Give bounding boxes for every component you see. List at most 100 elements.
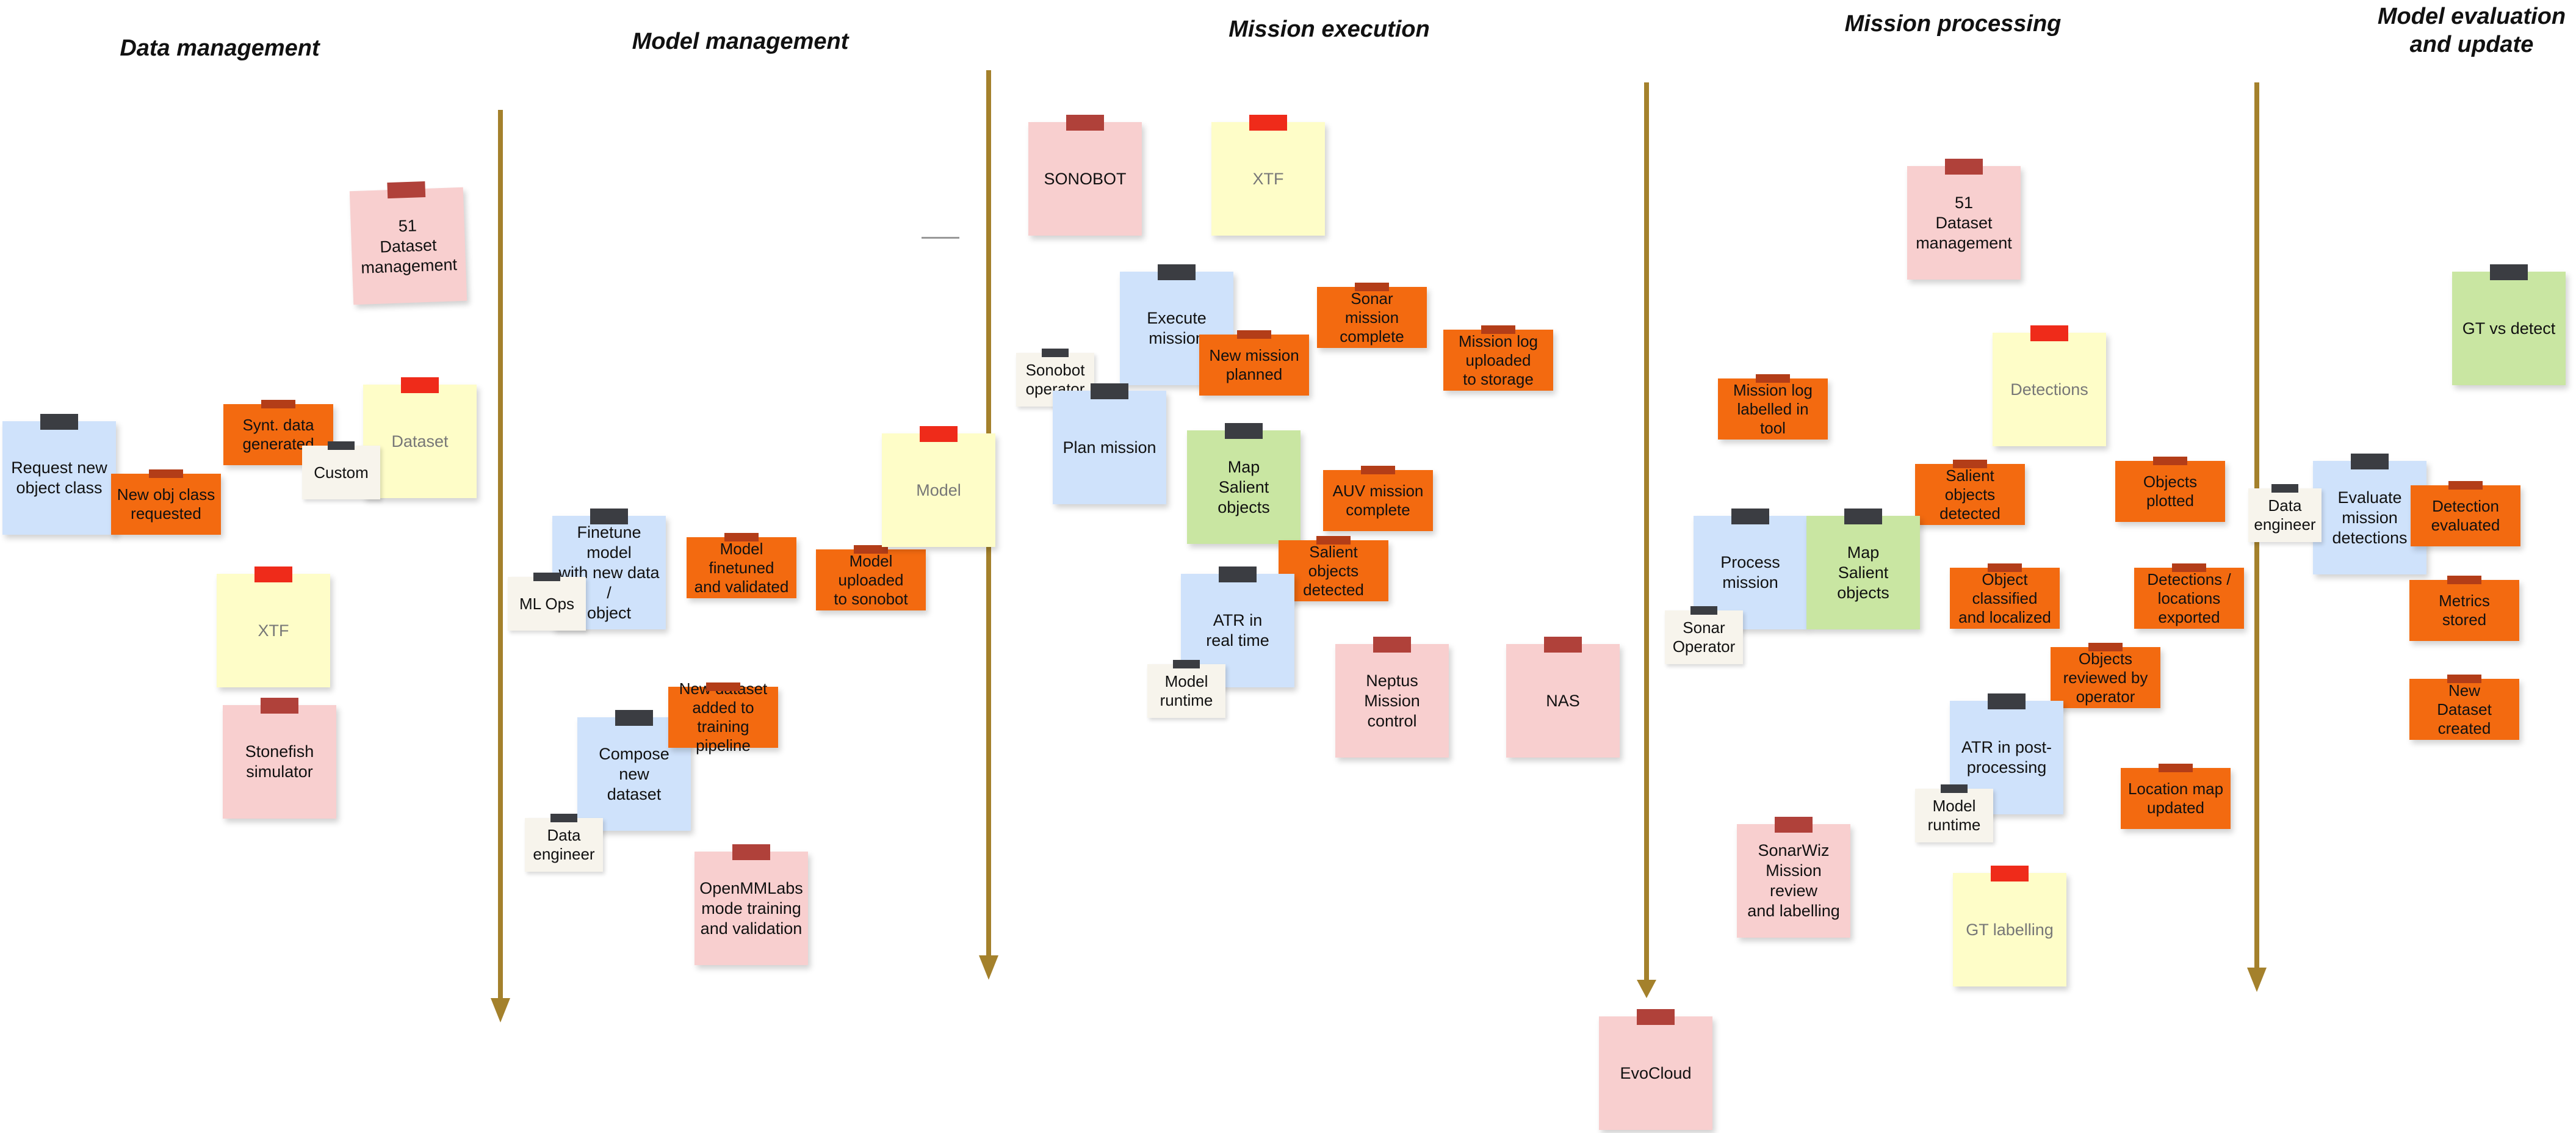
actor-sonar-operator[interactable]: Sonar Operator	[1665, 606, 1743, 664]
note-label: New mission planned	[1209, 346, 1299, 383]
note-label: Objects reviewed by operator	[2063, 649, 2148, 706]
note-new-dataset-added[interactable]: New dataset added to training pipeline	[668, 679, 778, 755]
note-51-dataset-management-processing[interactable]: 51 Dataset management	[1907, 159, 2021, 280]
note-label: GT labelling	[1966, 920, 2054, 939]
note-evaluate-mission-detections[interactable]: Evaluate mission detections	[2313, 454, 2426, 574]
note-label: SONOBOT	[1044, 169, 1127, 188]
tape	[2153, 457, 2187, 465]
note-label: Data engineer	[533, 826, 595, 863]
note-label: EvoCloud	[1620, 1063, 1692, 1082]
note-evocloud[interactable]: EvoCloud	[1599, 1009, 1712, 1130]
note-51-dataset-management[interactable]: 51 Dataset management	[349, 181, 467, 305]
lane-arrow-3	[1637, 82, 1656, 998]
note-object-classified[interactable]: Object classified and localized	[1950, 563, 2060, 629]
note-nas[interactable]: NAS	[1506, 637, 1620, 758]
note-new-mission-planned[interactable]: New mission planned	[1199, 330, 1309, 396]
note-label: ATR in post- processing	[1961, 738, 2052, 776]
tape	[1249, 115, 1287, 131]
tape	[724, 533, 759, 541]
note-label: AUV mission complete	[1332, 482, 1424, 519]
note-dataset[interactable]: Dataset	[363, 377, 477, 498]
tape	[1237, 330, 1271, 339]
note-sonobot[interactable]: SONOBOT	[1028, 115, 1142, 236]
actor-model-runtime-execution[interactable]: Model runtime	[1147, 660, 1225, 718]
tape	[149, 469, 183, 478]
note-label: ATR in real time	[1206, 611, 1269, 650]
note-detection-evaluated[interactable]: Detection evaluated	[2411, 481, 2520, 546]
note-plan-mission[interactable]: Plan mission	[1053, 383, 1166, 504]
tape	[401, 377, 439, 393]
note-salient-objects-detected-processing[interactable]: Salient objects detected	[1915, 460, 2025, 525]
tape	[2351, 454, 2389, 469]
tape	[2172, 563, 2206, 572]
tape	[2447, 675, 2481, 683]
note-objects-reviewed[interactable]: Objects reviewed by operator	[2051, 643, 2160, 708]
heading-model-management: Model management	[632, 29, 849, 54]
tape	[1991, 866, 2029, 881]
tape	[40, 414, 78, 430]
actor-ml-ops[interactable]: ML Ops	[508, 573, 586, 631]
note-model-uploaded[interactable]: Model uploaded to sonobot	[816, 545, 926, 610]
note-label: NAS	[1546, 691, 1580, 710]
divider-line	[922, 237, 959, 239]
note-request-new-object-class[interactable]: Request new object class	[2, 414, 116, 535]
note-salient-objects-detected-execution[interactable]: Salient objects detected	[1279, 536, 1388, 601]
note-label: SonarWiz Mission review and labelling	[1747, 841, 1840, 920]
tape	[261, 400, 295, 408]
note-label: Metrics stored	[2439, 592, 2490, 629]
note-sonar-mission-complete[interactable]: Sonar mission complete	[1317, 283, 1427, 348]
note-label: Mission log labelled in tool	[1733, 380, 1813, 437]
note-detections[interactable]: Detections	[1993, 325, 2106, 446]
note-label: Neptus Mission control	[1364, 671, 1420, 730]
note-label: Object classified and localized	[1958, 570, 2051, 626]
note-mission-log-labelled[interactable]: Mission log labelled in tool	[1718, 374, 1828, 440]
actor-data-engineer[interactable]: Data engineer	[525, 814, 603, 872]
note-sonarwiz[interactable]: SonarWiz Mission review and labelling	[1737, 817, 1850, 938]
tape	[1361, 466, 1395, 474]
note-neptus-mission-control[interactable]: Neptus Mission control	[1335, 637, 1449, 758]
note-new-dataset-created[interactable]: New Dataset created	[2409, 675, 2519, 740]
note-label: 51 Dataset management	[360, 216, 458, 277]
tape	[533, 573, 560, 581]
tape	[1731, 509, 1769, 524]
tape	[261, 698, 298, 714]
tape	[1637, 1009, 1675, 1025]
note-mission-log-uploaded[interactable]: Mission log uploaded to storage	[1443, 325, 1553, 391]
note-model[interactable]: Model	[882, 426, 995, 547]
note-auv-mission-complete[interactable]: AUV mission complete	[1323, 466, 1433, 531]
tape	[1373, 637, 1411, 653]
heading-data-management: Data management	[120, 35, 320, 61]
actor-model-runtime-processing[interactable]: Model runtime	[1915, 784, 1993, 842]
actor-data-engineer-evaluation[interactable]: Data engineer	[2248, 484, 2322, 542]
note-detections-exported[interactable]: Detections / locations exported	[2134, 563, 2244, 629]
tape	[1219, 566, 1257, 582]
note-openmmlabs-training[interactable]: OpenMMLabs mode training and validation	[695, 844, 808, 965]
note-location-map-updated[interactable]: Location map updated	[2121, 764, 2231, 829]
note-stonefish-simulator[interactable]: Stonefish simulator	[223, 698, 336, 819]
note-xtf-execution[interactable]: XTF	[1211, 115, 1325, 236]
tape	[2448, 481, 2483, 490]
note-gt-labelling[interactable]: GT labelling	[1953, 866, 2066, 986]
note-metrics-stored[interactable]: Metrics stored	[2409, 576, 2519, 641]
tape	[550, 814, 577, 822]
note-gt-vs-detect[interactable]: GT vs detect	[2452, 264, 2566, 385]
tape	[2447, 576, 2481, 584]
tape	[732, 844, 770, 860]
note-objects-plotted[interactable]: Objects plotted	[2115, 457, 2225, 522]
note-model-finetuned[interactable]: Model finetuned and validated	[687, 533, 796, 598]
lane-arrow-1	[491, 110, 510, 1023]
note-label: 51 Dataset management	[1916, 193, 2012, 252]
note-new-obj-class-requested[interactable]: New obj class requested	[111, 469, 221, 535]
note-label: Evaluate mission detections	[2332, 488, 2408, 547]
note-map-salient-objects-execution[interactable]: Map Salient objects	[1187, 423, 1301, 544]
tape	[1953, 460, 1987, 468]
heading-mission-processing: Mission processing	[1844, 11, 2062, 37]
note-label: Map Salient objects	[1218, 457, 1270, 516]
note-label: Sonar mission complete	[1340, 289, 1404, 346]
note-atr-real-time[interactable]: ATR in real time	[1181, 566, 1294, 687]
note-xtf[interactable]: XTF	[217, 566, 330, 687]
note-label: Model uploaded to sonobot	[834, 551, 908, 608]
actor-custom[interactable]: Custom	[302, 441, 380, 499]
note-map-salient-objects-processing[interactable]: Map Salient objects	[1806, 509, 1920, 629]
note-label: Salient objects detected	[1939, 466, 2001, 523]
